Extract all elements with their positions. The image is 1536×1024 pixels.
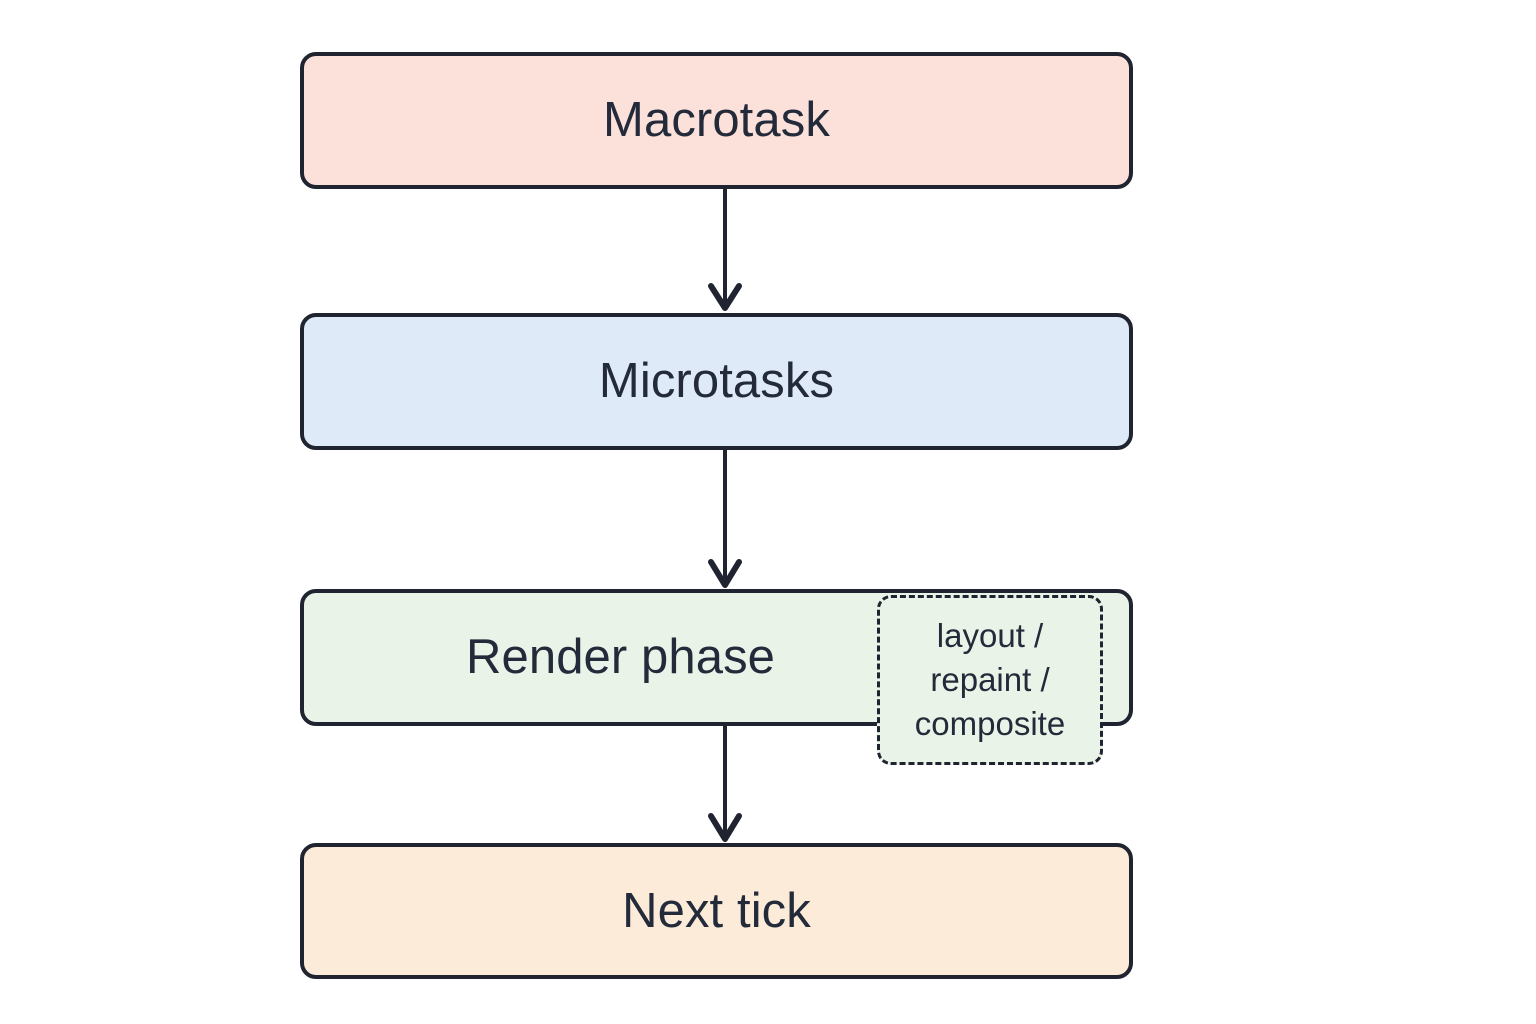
annotation-render-details: layout / repaint / composite (877, 595, 1103, 765)
annotation-line-layout: layout / (936, 616, 1044, 654)
annotation-line-composite: composite (914, 705, 1066, 743)
node-microtasks-label: Microtasks (598, 354, 835, 408)
node-macrotask[interactable]: Macrotask (300, 52, 1133, 189)
node-next-tick[interactable]: Next tick (300, 843, 1133, 979)
arrow-render-phase-to-next-tick (705, 726, 745, 844)
node-macrotask-label: Macrotask (603, 93, 830, 147)
arrow-macrotask-to-microtasks (705, 189, 745, 314)
node-microtasks[interactable]: Microtasks (300, 313, 1133, 450)
node-render-phase-label: Render phase (466, 630, 776, 684)
annotation-line-repaint: repaint / (930, 660, 1050, 698)
node-next-tick-label: Next tick (622, 883, 811, 938)
arrow-microtasks-to-render-phase (705, 450, 745, 590)
